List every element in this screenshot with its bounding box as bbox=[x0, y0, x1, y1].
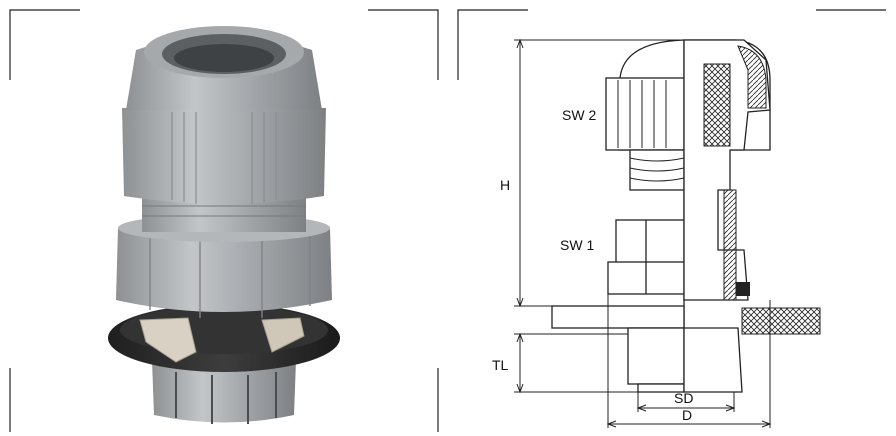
label-sd: SD bbox=[674, 390, 693, 406]
technical-drawing: H SW 2 SW 1 TL SD D bbox=[457, 9, 886, 428]
lower-hex-body bbox=[116, 228, 332, 312]
seal-insert-section bbox=[703, 63, 731, 147]
photo-frame-corners bbox=[9, 9, 439, 432]
label-d: D bbox=[682, 407, 692, 423]
label-sw2: SW 2 bbox=[562, 107, 596, 123]
label-tl: TL bbox=[492, 357, 509, 373]
dimension-lines bbox=[514, 38, 772, 428]
wall-plate-section bbox=[741, 307, 821, 335]
drawing-frame-corners bbox=[457, 9, 886, 80]
locknut-tab bbox=[139, 317, 197, 363]
label-sw1: SW 1 bbox=[560, 237, 594, 253]
label-h: H bbox=[500, 177, 510, 193]
bottom-thread-tube bbox=[152, 360, 296, 423]
seal-washer bbox=[736, 282, 750, 296]
photo-panel bbox=[9, 9, 439, 432]
drawing-panel: H SW 2 SW 1 TL SD D bbox=[448, 0, 896, 436]
dome-nut bbox=[122, 108, 326, 204]
cable-gland-photo bbox=[9, 9, 439, 432]
gland-outline bbox=[551, 39, 771, 393]
